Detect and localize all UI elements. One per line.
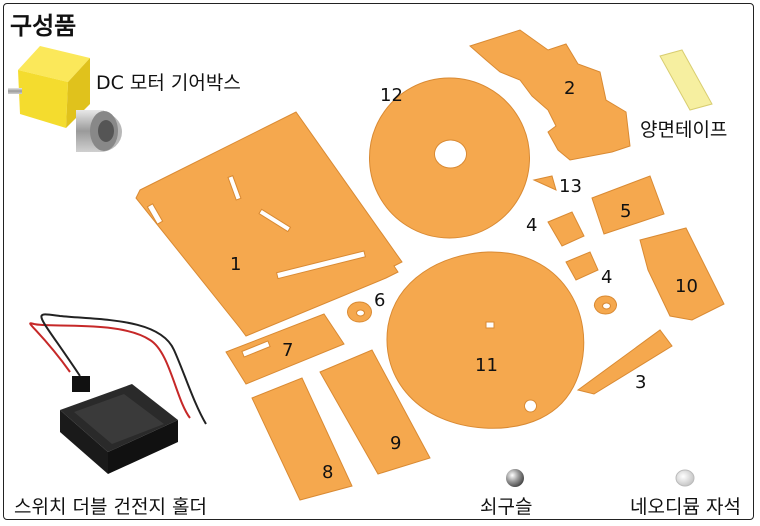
- small-washer: [594, 295, 617, 315]
- part-number-7: 7: [282, 340, 294, 361]
- part-number-13: 13: [559, 176, 582, 197]
- neodymium-magnet: [675, 469, 695, 487]
- part-number-4b: 4: [601, 267, 613, 288]
- part-number-10: 10: [675, 276, 698, 297]
- part-5: [591, 175, 665, 235]
- part-number-2: 2: [564, 78, 576, 99]
- part-number-1: 1: [230, 254, 242, 275]
- part-6: [347, 301, 372, 323]
- battery-holder-label: 스위치 더블 건전지 홀더: [14, 496, 207, 518]
- part-10: [639, 227, 725, 321]
- tape-label: 양면테이프: [640, 119, 728, 141]
- battery-holder: [29, 313, 207, 474]
- part-4-bottom: [565, 251, 599, 281]
- part-number-5: 5: [620, 201, 632, 222]
- part-number-6: 6: [374, 290, 386, 311]
- ball-label: 쇠구슬: [480, 496, 533, 518]
- part-number-3: 3: [635, 372, 647, 393]
- page-title: 구성품: [10, 12, 77, 40]
- part-13: [532, 175, 557, 191]
- part-3: [576, 329, 673, 395]
- part-12: [369, 77, 530, 239]
- part-number-12: 12: [380, 85, 403, 106]
- part-11: [386, 251, 585, 429]
- part-number-11: 11: [475, 355, 498, 376]
- part-8: [251, 377, 353, 501]
- part-9: [319, 349, 431, 475]
- dc-motor-gearbox: [8, 46, 122, 152]
- part-1: [135, 111, 403, 337]
- motor-label: DC 모터 기어박스: [96, 72, 241, 94]
- double-sided-tape: [659, 49, 713, 111]
- part-2: [469, 29, 631, 161]
- part-number-4a: 4: [526, 215, 538, 236]
- part-number-9: 9: [390, 433, 402, 454]
- part-7: [225, 313, 345, 385]
- magnet-label: 네오디뮴 자석: [630, 496, 741, 518]
- part-number-8: 8: [322, 462, 334, 483]
- steel-ball: [506, 469, 524, 487]
- page-frame: [3, 3, 754, 520]
- part-4-top: [547, 211, 585, 247]
